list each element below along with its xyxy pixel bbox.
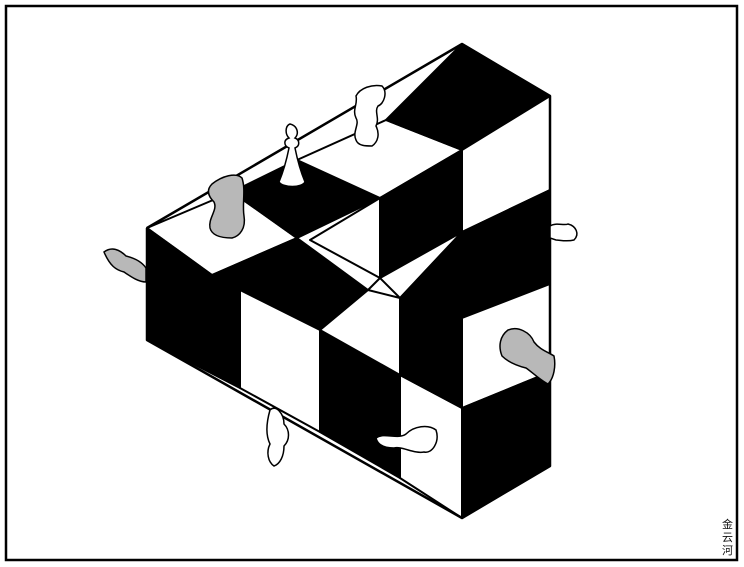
grey-knight-piece-right	[499, 328, 556, 385]
white-knight-piece-top	[353, 84, 386, 147]
grey-knight-piece-top-left	[207, 174, 246, 239]
white-knight-piece-bottom	[266, 407, 290, 467]
grey-knight-piece-left	[103, 248, 147, 283]
inner-faces	[309, 149, 463, 409]
signature-char-3: 河	[722, 544, 733, 557]
artist-signature: 金 云 河	[722, 517, 733, 557]
signature-char-1: 金	[722, 517, 733, 531]
white-knight-piece-right-small	[549, 223, 578, 242]
signature-char-2: 云	[722, 531, 733, 544]
white-pawn-piece	[278, 123, 306, 188]
right-front-tiles	[461, 95, 551, 519]
shape-outline	[145, 42, 552, 520]
white-knight-piece-bottom-center	[375, 425, 438, 454]
